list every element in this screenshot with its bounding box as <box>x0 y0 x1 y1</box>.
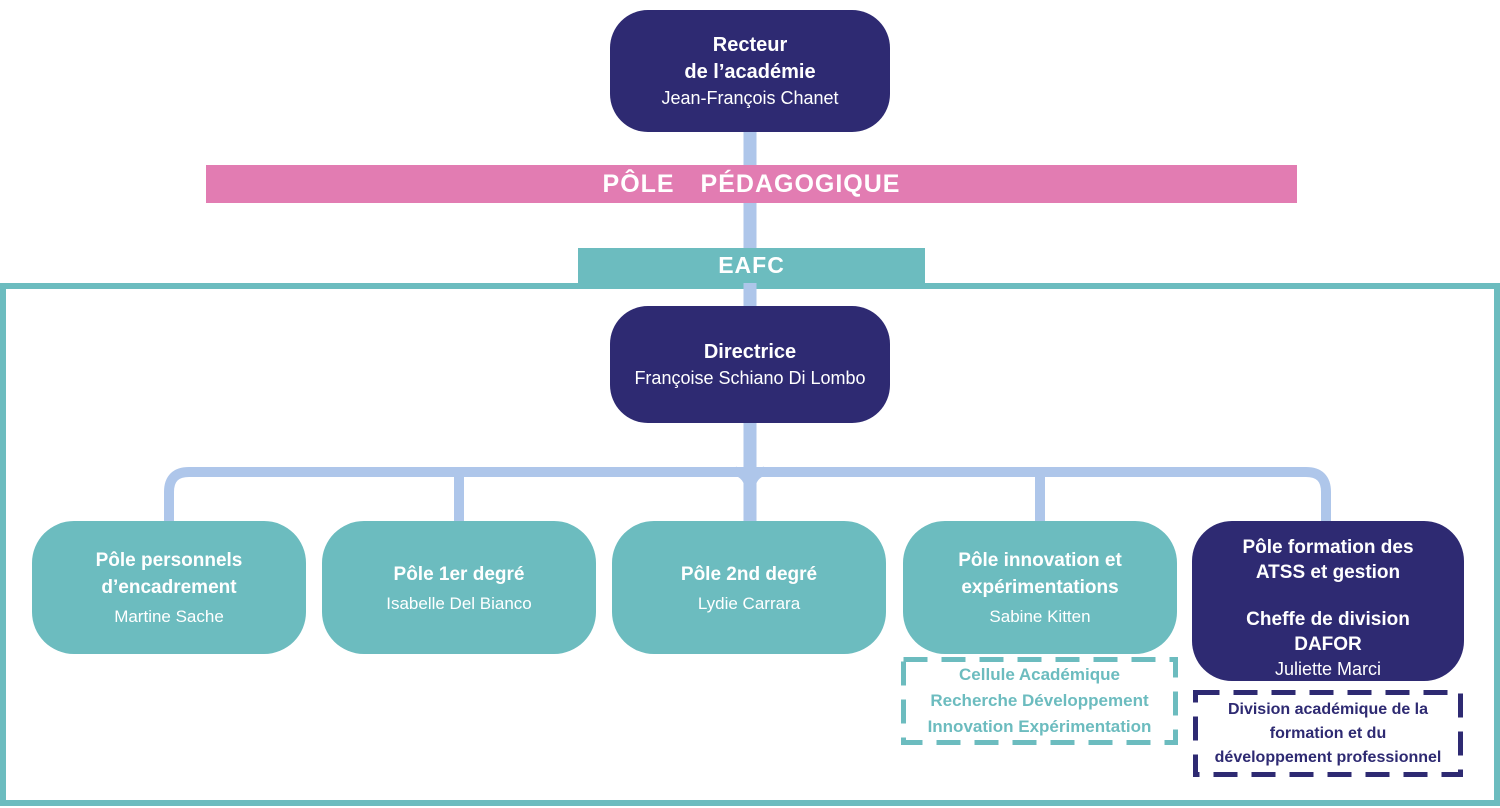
node-pole-2nd-degre: Pôle 2nd degré Lydie Carrara <box>612 521 886 654</box>
node-pole-1er-degre: Pôle 1er degré Isabelle Del Bianco <box>322 521 596 654</box>
recteur-title-line2: de l’académie <box>684 61 816 83</box>
card-cellule-academique: Cellule Académique Recherche Développeme… <box>901 657 1178 745</box>
node-recteur: Recteur de l’académie Jean-François Chan… <box>610 10 890 132</box>
pole-title-line: Pôle 1er degré <box>393 563 525 585</box>
pole-subtitle-line: DAFOR <box>1294 634 1362 655</box>
pole-title-line: Pôle 2nd degré <box>680 563 818 585</box>
dafor-line: développement professionnel <box>1214 748 1442 766</box>
pole-subtitle-line: Cheffe de division <box>1246 609 1410 630</box>
banner-eafc: EAFC <box>578 248 925 283</box>
cardie-line: Recherche Développement <box>930 691 1149 710</box>
banner-pole-pedagogique: PÔLE PÉDAGOGIQUE <box>206 165 1297 203</box>
pole-title-line: Pôle personnels <box>95 550 243 571</box>
cardie-line: Innovation Expérimentation <box>927 717 1152 736</box>
dashed-border-navy <box>1193 690 1463 777</box>
pole-title-line: ATSS et gestion <box>1255 562 1401 583</box>
dashed-border-teal <box>901 657 1178 745</box>
banner-pole-pedagogique-label: PÔLE PÉDAGOGIQUE <box>602 169 901 198</box>
recteur-name: Jean-François Chanet <box>661 88 839 108</box>
connector-fillet-right <box>745 466 767 491</box>
node-pole-personnels-encadrement: Pôle personnels d’encadrement Martine Sa… <box>32 521 306 654</box>
card-division-academique: Division académique de la formation et d… <box>1193 690 1463 777</box>
node-pole-formation-atss: Pôle formation des ATSS et gestion Cheff… <box>1192 521 1464 681</box>
banner-eafc-label: EAFC <box>718 252 785 278</box>
pole-title-line: Pôle innovation et <box>958 550 1122 571</box>
pole-title-line: expérimentations <box>961 577 1119 598</box>
directrice-title: Directrice <box>703 341 797 363</box>
pole-name: Juliette Marci <box>1274 659 1382 679</box>
pole-name: Lydie Carrara <box>697 593 801 613</box>
recteur-title-line1: Recteur <box>712 34 788 56</box>
cardie-line: Cellule Académique <box>959 665 1120 684</box>
pole-name: Isabelle Del Bianco <box>386 593 532 613</box>
dafor-line: Division académique de la <box>1227 700 1429 718</box>
node-directrice: Directrice Françoise Schiano Di Lombo <box>610 306 890 423</box>
pole-title-line: Pôle formation des <box>1242 537 1414 558</box>
pole-title-line: d’encadrement <box>101 577 237 598</box>
pole-name: Martine Sache <box>114 607 224 626</box>
connector-rail <box>164 467 1331 523</box>
pole-name: Sabine Kitten <box>989 607 1091 626</box>
dafor-line: formation et du <box>1269 724 1387 742</box>
node-pole-innovation: Pôle innovation et expérimentations Sabi… <box>903 521 1177 654</box>
directrice-name: Françoise Schiano Di Lombo <box>634 368 866 388</box>
